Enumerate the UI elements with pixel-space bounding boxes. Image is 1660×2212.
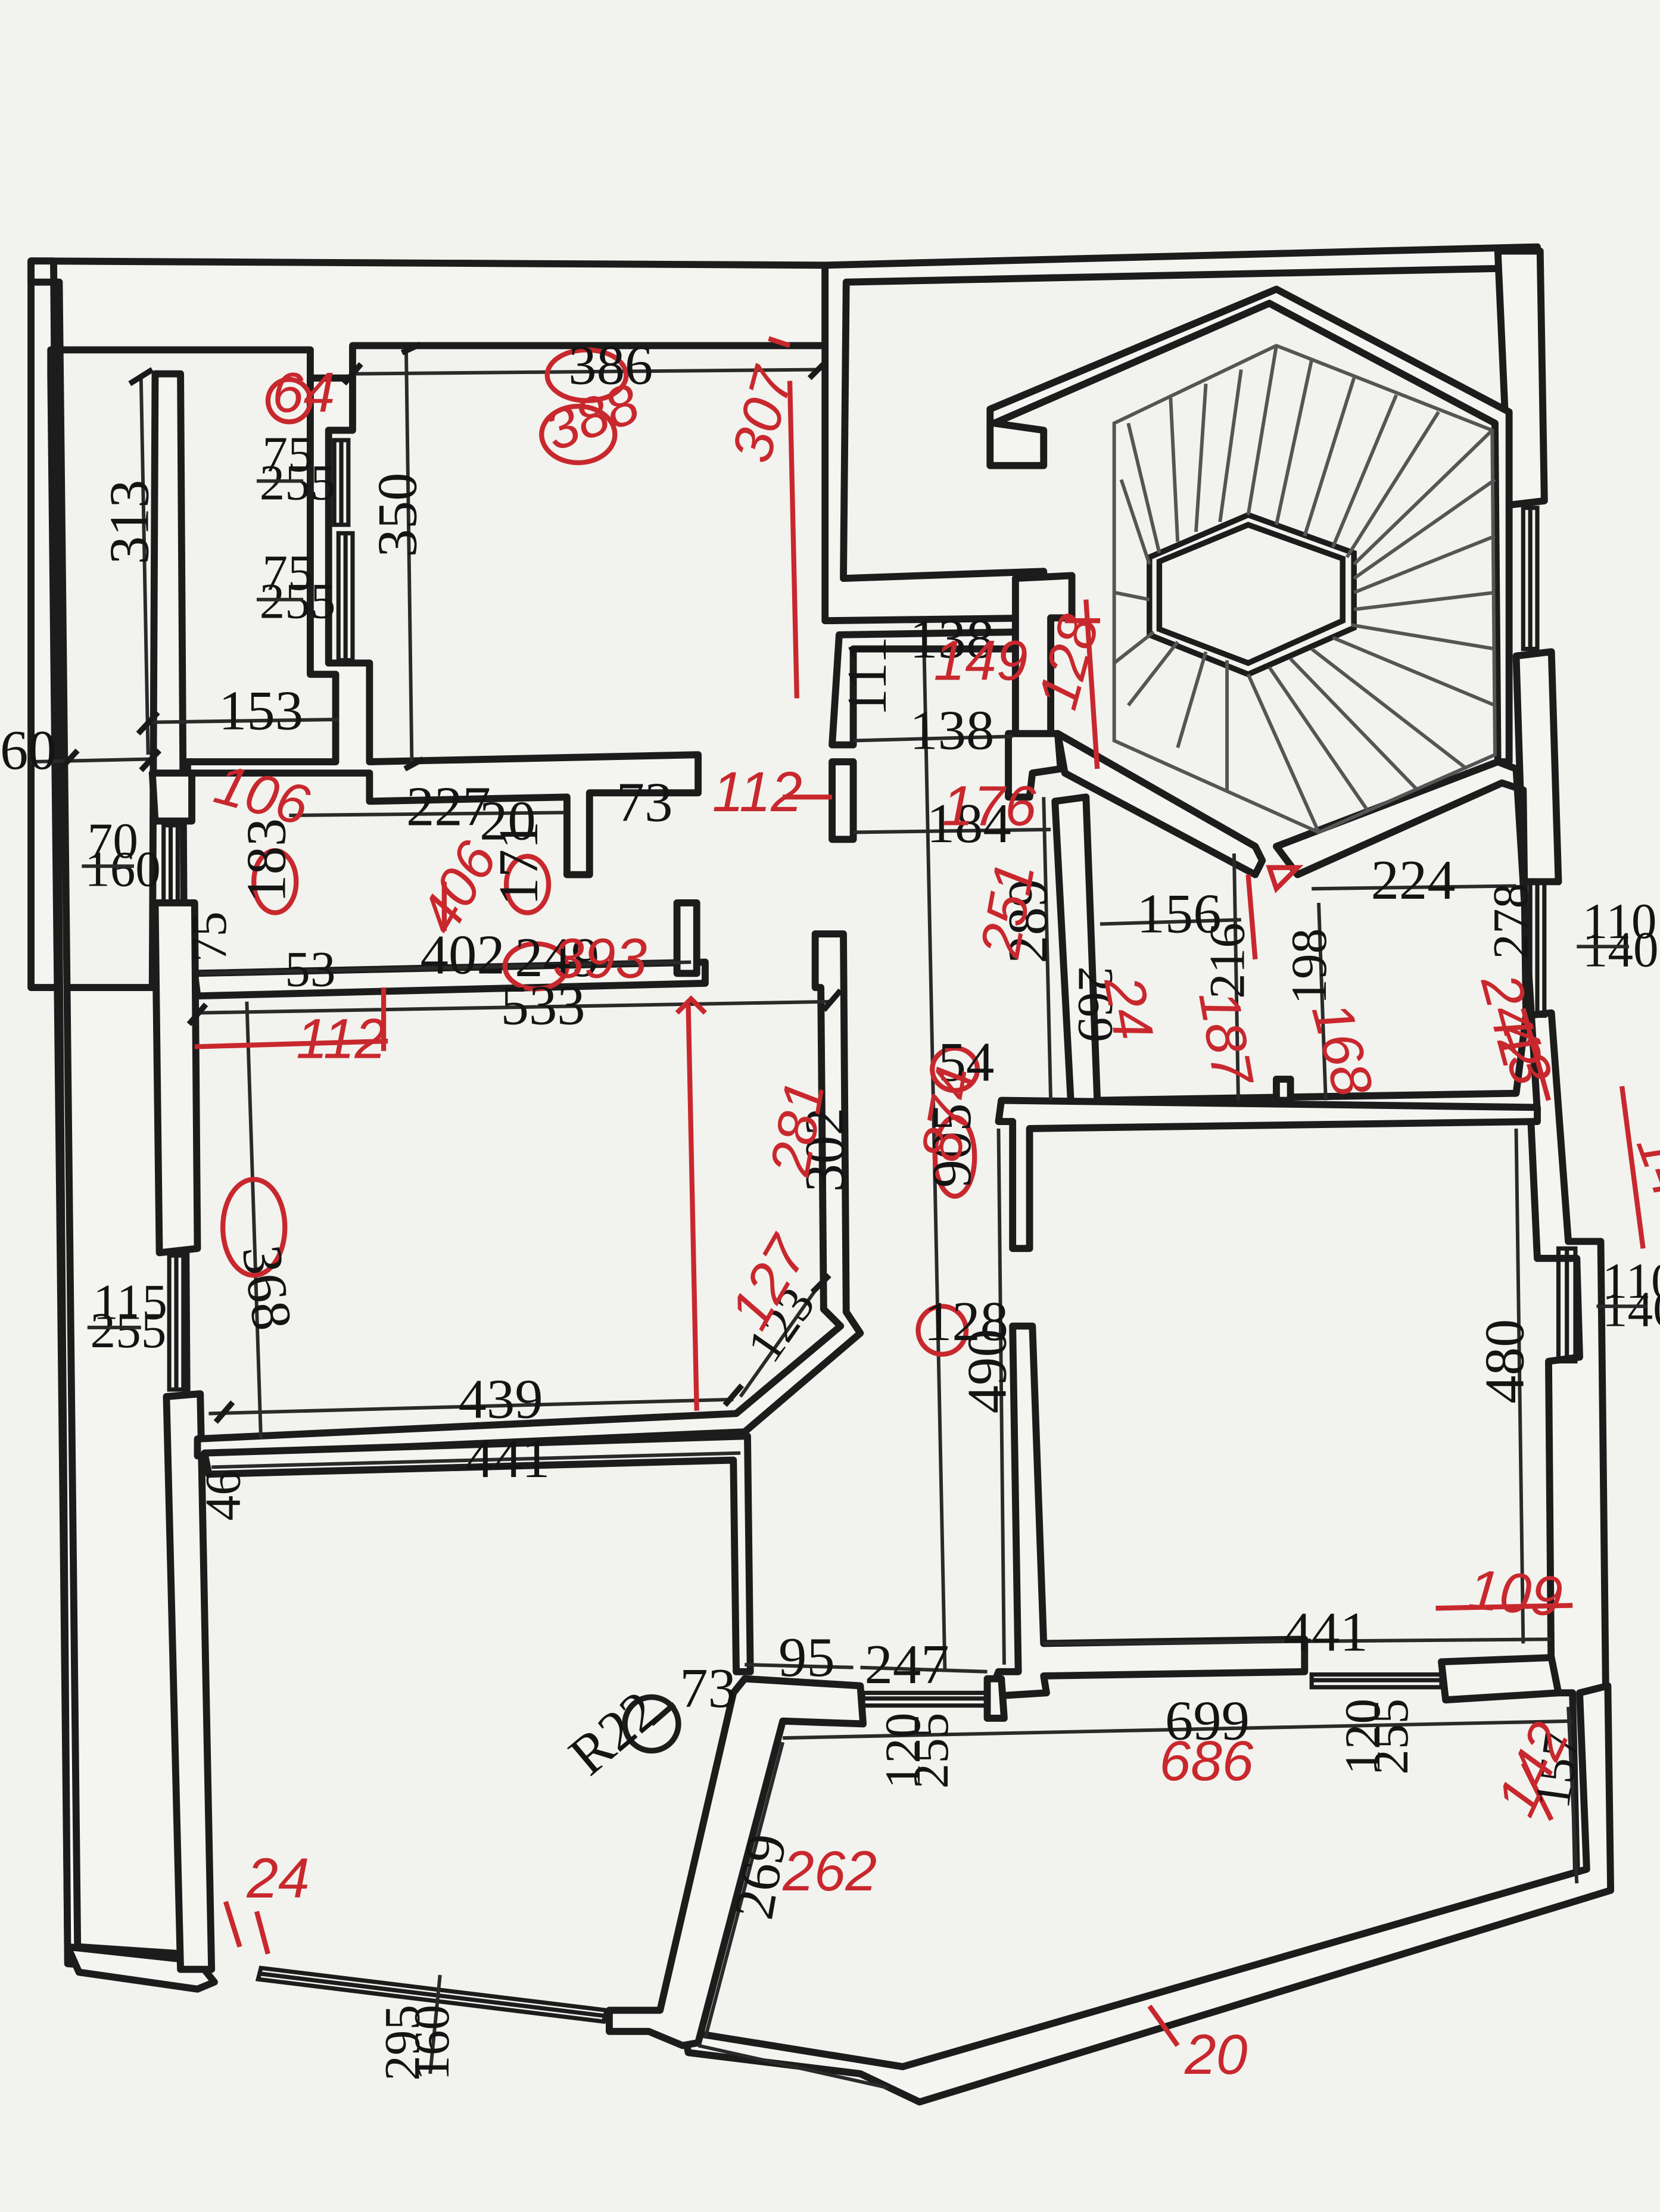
dim-label-386: 386 — [568, 334, 653, 396]
dim-label-216: 216 — [1199, 923, 1255, 999]
window-label-295: 295 — [374, 2005, 430, 2081]
dim-label-402: 402 — [421, 924, 505, 986]
dim-label-490: 490 — [956, 1329, 1018, 1413]
dim-label-249: 249 — [515, 927, 599, 989]
red-note-176: 176 — [942, 775, 1036, 838]
dim-label-350: 350 — [367, 473, 429, 557]
interior-walls — [148, 285, 1562, 2049]
dim-label-269b: 269 — [723, 1830, 799, 1924]
window-label-140a: 140 — [1583, 921, 1659, 977]
windows — [161, 438, 1578, 2024]
red-note-393: 393 — [553, 927, 647, 990]
dim-label-128: 128 — [924, 1291, 1008, 1353]
dim-label-183: 183 — [235, 818, 297, 903]
r22-column-symbol — [622, 1694, 681, 1754]
dim-label-480: 480 — [1474, 1319, 1536, 1404]
red-note-112b: 112 — [296, 1007, 386, 1070]
dim-label-73b: 73 — [680, 1658, 736, 1719]
window-label-160a: 160 — [85, 841, 161, 897]
dim-label-439: 439 — [459, 1368, 543, 1430]
red-note-64: 64 — [272, 362, 335, 425]
dim-label-247: 247 — [865, 1634, 949, 1696]
red-note-112a: 112 — [712, 761, 802, 824]
dim-label-224: 224 — [1371, 849, 1456, 911]
dim-label-153: 153 — [219, 680, 303, 742]
dim-label-138a: 138 — [910, 608, 994, 670]
dim-label-54: 54 — [938, 1031, 995, 1093]
red-note-24a: 24 — [1092, 971, 1165, 1044]
dim-label-138b: 138 — [910, 700, 994, 762]
black-dimension-labels: 386 313 350 153 75 255 75 255 60 70 160 … — [0, 334, 1660, 2080]
window-label-120b: 120 — [1335, 1699, 1391, 1775]
window-label-160b: 160 — [404, 2005, 460, 2081]
dim-label-699: 699 — [1165, 1690, 1250, 1752]
staircase — [1112, 344, 1497, 834]
dim-label-20: 20 — [479, 790, 536, 852]
window-label-75b: 75 — [262, 545, 313, 601]
dim-label-313: 313 — [99, 479, 161, 564]
dim-label-157: 157 — [1524, 1728, 1590, 1812]
dim-label-75c: 75 — [181, 911, 237, 962]
red-note-24b: 24 — [246, 1847, 309, 1910]
red-note-686: 686 — [1159, 1730, 1253, 1793]
window-label-255c: 255 — [91, 1303, 167, 1359]
red-note-149: 149 — [934, 630, 1028, 693]
red-note-262: 262 — [782, 1840, 877, 1903]
dim-label-533: 533 — [501, 975, 585, 1037]
red-markups — [194, 336, 1646, 2047]
dim-label-60: 60 — [0, 719, 57, 781]
dim-label-53: 53 — [285, 942, 335, 998]
dim-label-46: 46 — [195, 1470, 251, 1521]
window-label-75a: 75 — [262, 426, 313, 482]
window-label-110a: 110 — [1583, 893, 1657, 949]
dim-label-269a: 269 — [1067, 967, 1123, 1043]
window-label-255d: 255 — [903, 1713, 959, 1789]
window-label-70: 70 — [88, 813, 138, 869]
red-note-20: 20 — [1184, 2023, 1247, 2086]
red-note-109: 109 — [1466, 1558, 1565, 1629]
dim-label-227: 227 — [406, 776, 491, 838]
window-label-115: 115 — [93, 1275, 167, 1331]
window-label-140b: 140 — [1602, 1281, 1660, 1337]
dim-label-278: 278 — [1483, 883, 1538, 959]
dim-label-73a: 73 — [616, 772, 673, 834]
dim-label-302: 302 — [794, 1107, 856, 1192]
window-label-120a: 120 — [875, 1713, 931, 1789]
dim-label-111: 111 — [836, 636, 898, 716]
dim-label-184: 184 — [927, 793, 1011, 855]
window-label-255e: 255 — [1363, 1699, 1419, 1775]
dim-label-441b: 441 — [1284, 1601, 1368, 1663]
dim-label-95: 95 — [778, 1627, 835, 1688]
dim-label-156: 156 — [1137, 883, 1222, 945]
dim-label-368: 368 — [230, 1242, 303, 1334]
dim-label-289: 289 — [997, 879, 1059, 964]
dim-label-171: 171 — [488, 821, 550, 906]
dim-label-198: 198 — [1281, 929, 1337, 1005]
dim-label-441a: 441 — [465, 1428, 550, 1490]
window-label-110b: 110 — [1602, 1253, 1660, 1309]
dim-label-905: 905 — [921, 1103, 983, 1188]
dimension-lines — [31, 341, 1579, 2090]
